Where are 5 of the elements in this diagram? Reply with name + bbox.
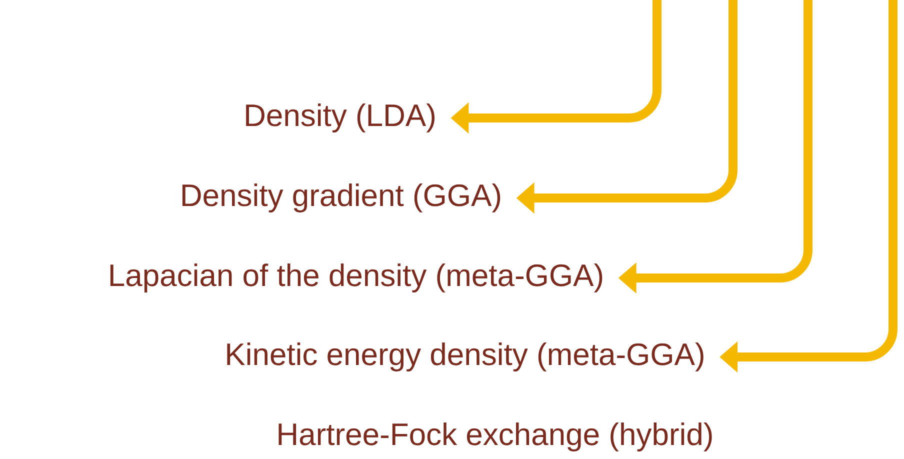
term-label: Lapacian of the density (meta-GGA): [110, 264, 602, 292]
term-label: Density (LDA): [246, 104, 434, 132]
term-label: Kinetic energy density (meta-GGA): [227, 342, 704, 372]
term-label: Density gradient (GGA): [182, 184, 500, 212]
term-label: Hartree-Fock exchange (hybrid): [278, 422, 712, 452]
